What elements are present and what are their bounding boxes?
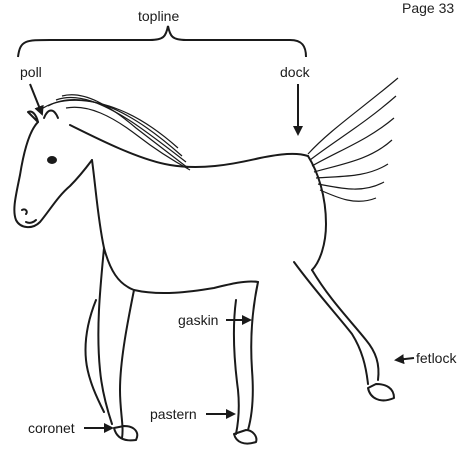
horse-outline [14,111,394,444]
topline-label: topline [138,8,179,24]
poll-label: poll [20,64,42,80]
poll-arrow [30,84,42,114]
page-label: Page 33 [402,0,454,16]
mane [40,95,190,170]
topline-brace [18,26,306,57]
dock-label: dock [280,64,310,80]
fetlock-arrow [396,358,414,360]
pastern-label: pastern [150,406,197,422]
gaskin-label: gaskin [178,312,218,328]
tail [308,78,398,201]
fetlock-label: fetlock [416,350,456,366]
coronet-label: coronet [28,420,75,436]
